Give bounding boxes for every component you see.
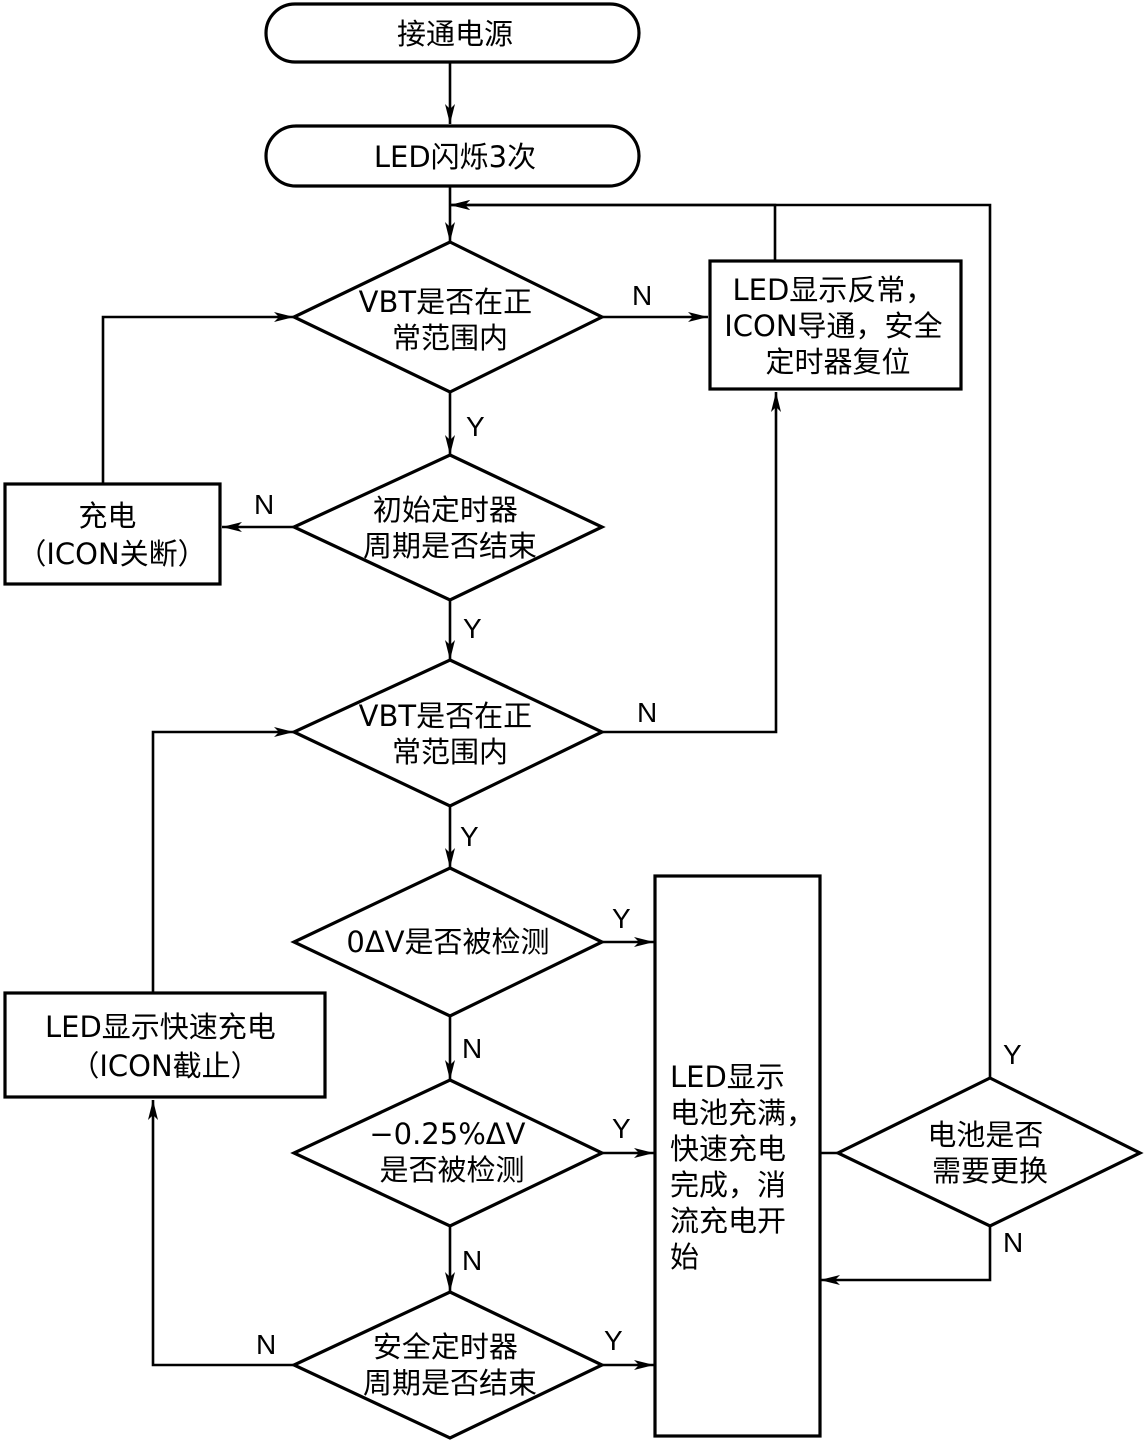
arrow-fast-return [151,727,294,993]
safety-timer-decision: 安全定时器 周期是否结束 [290,1290,606,1440]
power-on-terminal: 接通电源 [264,2,641,64]
neg-dv-decision: −0.25%ΔV 是否被检测 [290,1078,606,1228]
vbt-check-2-label: VBT是否在正 常范围内 [359,699,542,769]
arrow-replace-no [820,1226,992,1285]
led-fast-charge-label: LED显示快速充电 （ICON截止） [45,1010,285,1083]
edge-label-zero-no: N [462,1033,482,1064]
edge-label-safety-no: N [256,1329,276,1360]
edge-label-vbt1-yes: Y [466,411,485,442]
neg-dv-label: −0.25%ΔV 是否被检测 [369,1117,534,1187]
led-abnormal-label: LED显示反常， ICON导通，安全 定时器复位 [724,273,952,379]
led-abnormal-box: LED显示反常， ICON导通，安全 定时器复位 [708,259,963,391]
arrow-safety-no [148,1100,294,1367]
edge-label-replace-no: N [1003,1227,1023,1258]
vbt-check-1-label: VBT是否在正 常范围内 [359,285,542,355]
vbt-check-2-decision: VBT是否在正 常范围内 [290,658,606,808]
edge-label-neg-no: N [462,1245,482,1276]
zero-dv-decision: 0ΔV是否被检测 [290,866,606,1018]
edge-label-safety-yes: Y [604,1325,623,1356]
edge-label-replace-yes: Y [1003,1039,1022,1070]
arrow-charge-return [101,312,294,484]
edge-label-neg-yes: Y [612,1113,631,1144]
led-blink-label: LED闪烁3次 [374,140,536,174]
arrow-replace-yes [450,200,992,1078]
battery-replace-decision: 电池是否 需要更换 [834,1076,1144,1228]
charge-label: 充电 （ICON关断） [17,499,206,571]
charge-box: 充电 （ICON关断） [3,482,222,586]
led-fast-charge-box: LED显示快速充电 （ICON截止） [3,991,327,1099]
edge-label-init-yes: Y [463,613,482,644]
led-blink-terminal: LED闪烁3次 [264,124,641,188]
connectors [101,62,992,1370]
edge-label-init-no: N [254,489,274,520]
edge-label-vbt1-no: N [632,280,652,311]
arrow-abnormal-return [450,200,777,261]
arrow-vbt2-no [602,392,781,734]
zero-dv-label: 0ΔV是否被检测 [346,925,549,959]
edge-labels: N Y N Y N Y Y N Y N N Y Y N [254,280,1023,1360]
power-on-label: 接通电源 [397,17,513,51]
edge-label-zero-yes: Y [612,903,631,934]
vbt-check-1-decision: VBT是否在正 常范围内 [290,240,606,394]
init-timer-decision: 初始定时器 周期是否结束 [290,453,606,602]
edge-label-vbt2-no: N [637,697,657,728]
safety-timer-label: 安全定时器 周期是否结束 [363,1330,537,1400]
led-full-box: LED显示 电池充满， 快速充电 完成，消 流充电开 始 [653,874,824,1438]
init-timer-label: 初始定时器 周期是否结束 [363,493,537,563]
edge-label-vbt2-yes: Y [460,821,479,852]
led-full-label: LED显示 电池充满， 快速充电 完成，消 流充电开 始 [670,1060,824,1274]
battery-replace-label: 电池是否 需要更换 [927,1118,1052,1188]
